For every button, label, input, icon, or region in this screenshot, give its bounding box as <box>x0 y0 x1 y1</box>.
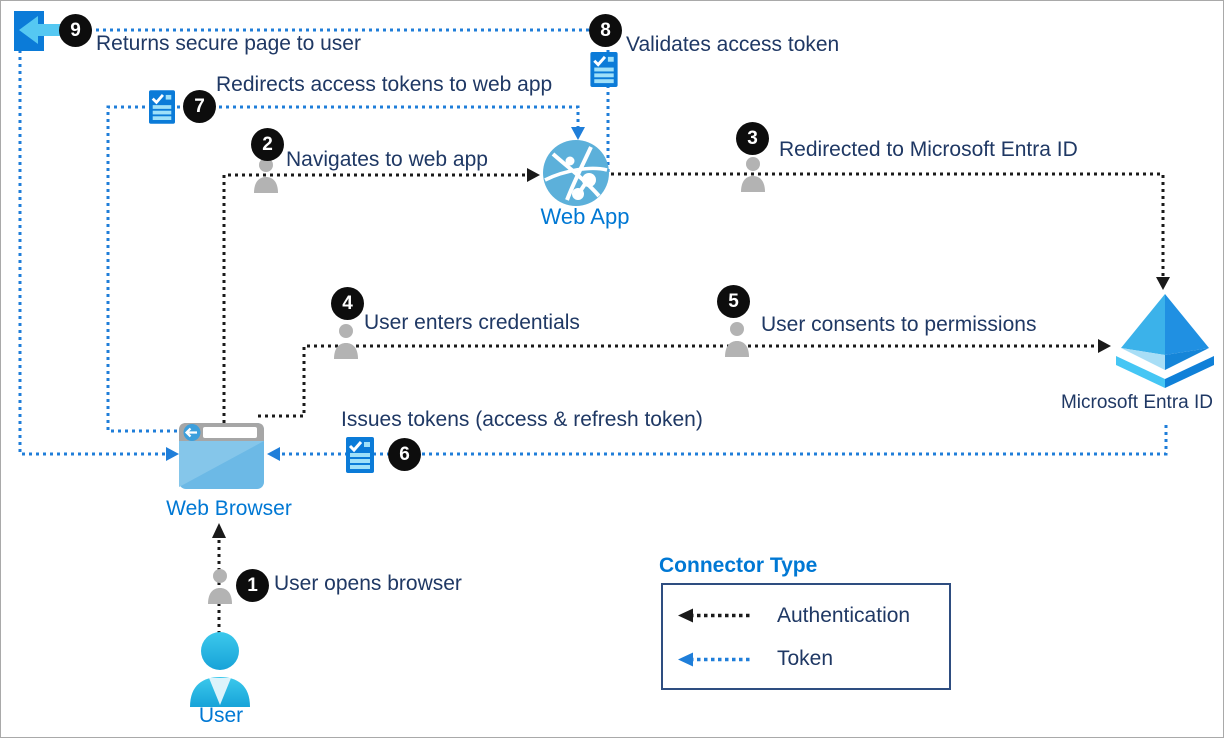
arrow-down-icon <box>1156 277 1170 290</box>
step-label-1: User opens browser <box>274 572 462 595</box>
person-icon <box>334 324 358 359</box>
user-icon <box>190 632 250 707</box>
user-label: User <box>198 704 244 727</box>
step-badge-1: 1 <box>236 569 269 602</box>
auth-connector-credentials-consent <box>258 344 1098 418</box>
step-label-5: User consents to permissions <box>761 313 1037 336</box>
web-browser-label: Web Browser <box>166 497 292 520</box>
auth-connector-navigates-to-web-app <box>222 173 527 423</box>
step-label-7: Redirects access tokens to web app <box>216 73 553 96</box>
token-document-icon <box>149 90 175 124</box>
token-connector-issues-tokens <box>280 425 1168 456</box>
return-page-icon <box>14 11 68 51</box>
web-app-label: Web App <box>540 204 630 229</box>
step-badge-6: 6 <box>388 438 421 471</box>
step-badge-4: 4 <box>331 287 364 320</box>
auth-connector-redirect-to-entra <box>611 172 1165 277</box>
step-label-2: Navigates to web app <box>286 148 488 171</box>
step-badge-2: 2 <box>251 128 284 161</box>
step-badge-9: 9 <box>59 14 92 47</box>
token-document-icon <box>590 52 618 87</box>
step-label-3: Redirected to Microsoft Entra ID <box>779 138 1078 161</box>
person-icon <box>725 322 749 357</box>
person-icon <box>254 158 278 193</box>
arrow-right-icon <box>166 447 179 461</box>
person-icon <box>208 569 232 604</box>
token-connector-redirects-tokens-to-web-app <box>106 105 580 433</box>
step-label-6: Issues tokens (access & refresh token) <box>341 408 703 431</box>
step-badge-8: 8 <box>589 14 622 47</box>
browser-icon <box>179 423 264 489</box>
step-badge-5: 5 <box>717 285 750 318</box>
legend-title: Connector Type <box>659 554 818 577</box>
legend-authentication-label: Authentication <box>777 604 911 627</box>
entra-pyramid-icon <box>1116 294 1214 388</box>
arrow-right-icon <box>1098 339 1111 353</box>
arrow-up-icon <box>212 523 226 538</box>
step-badge-7: 7 <box>183 90 216 123</box>
arrow-left-icon <box>267 447 280 461</box>
legend-authentication-arrow-icon <box>678 608 752 623</box>
token-connector-returns-page-to-browser <box>18 50 166 456</box>
step-badge-3: 3 <box>736 122 769 155</box>
legend-token-label: Token <box>777 647 834 670</box>
entra-id-label: Microsoft Entra ID <box>1060 392 1214 413</box>
arrow-down-icon <box>571 127 585 140</box>
globe-icon <box>543 140 609 206</box>
legend-token-arrow-icon <box>678 652 752 667</box>
token-document-icon <box>346 437 374 473</box>
person-icon <box>741 157 765 192</box>
legend-box <box>661 583 951 690</box>
arrow-right-icon <box>527 168 540 182</box>
step-label-4: User enters credentials <box>364 311 580 334</box>
step-label-8: Validates access token <box>626 33 840 56</box>
step-label-9: Returns secure page to user <box>96 32 361 55</box>
